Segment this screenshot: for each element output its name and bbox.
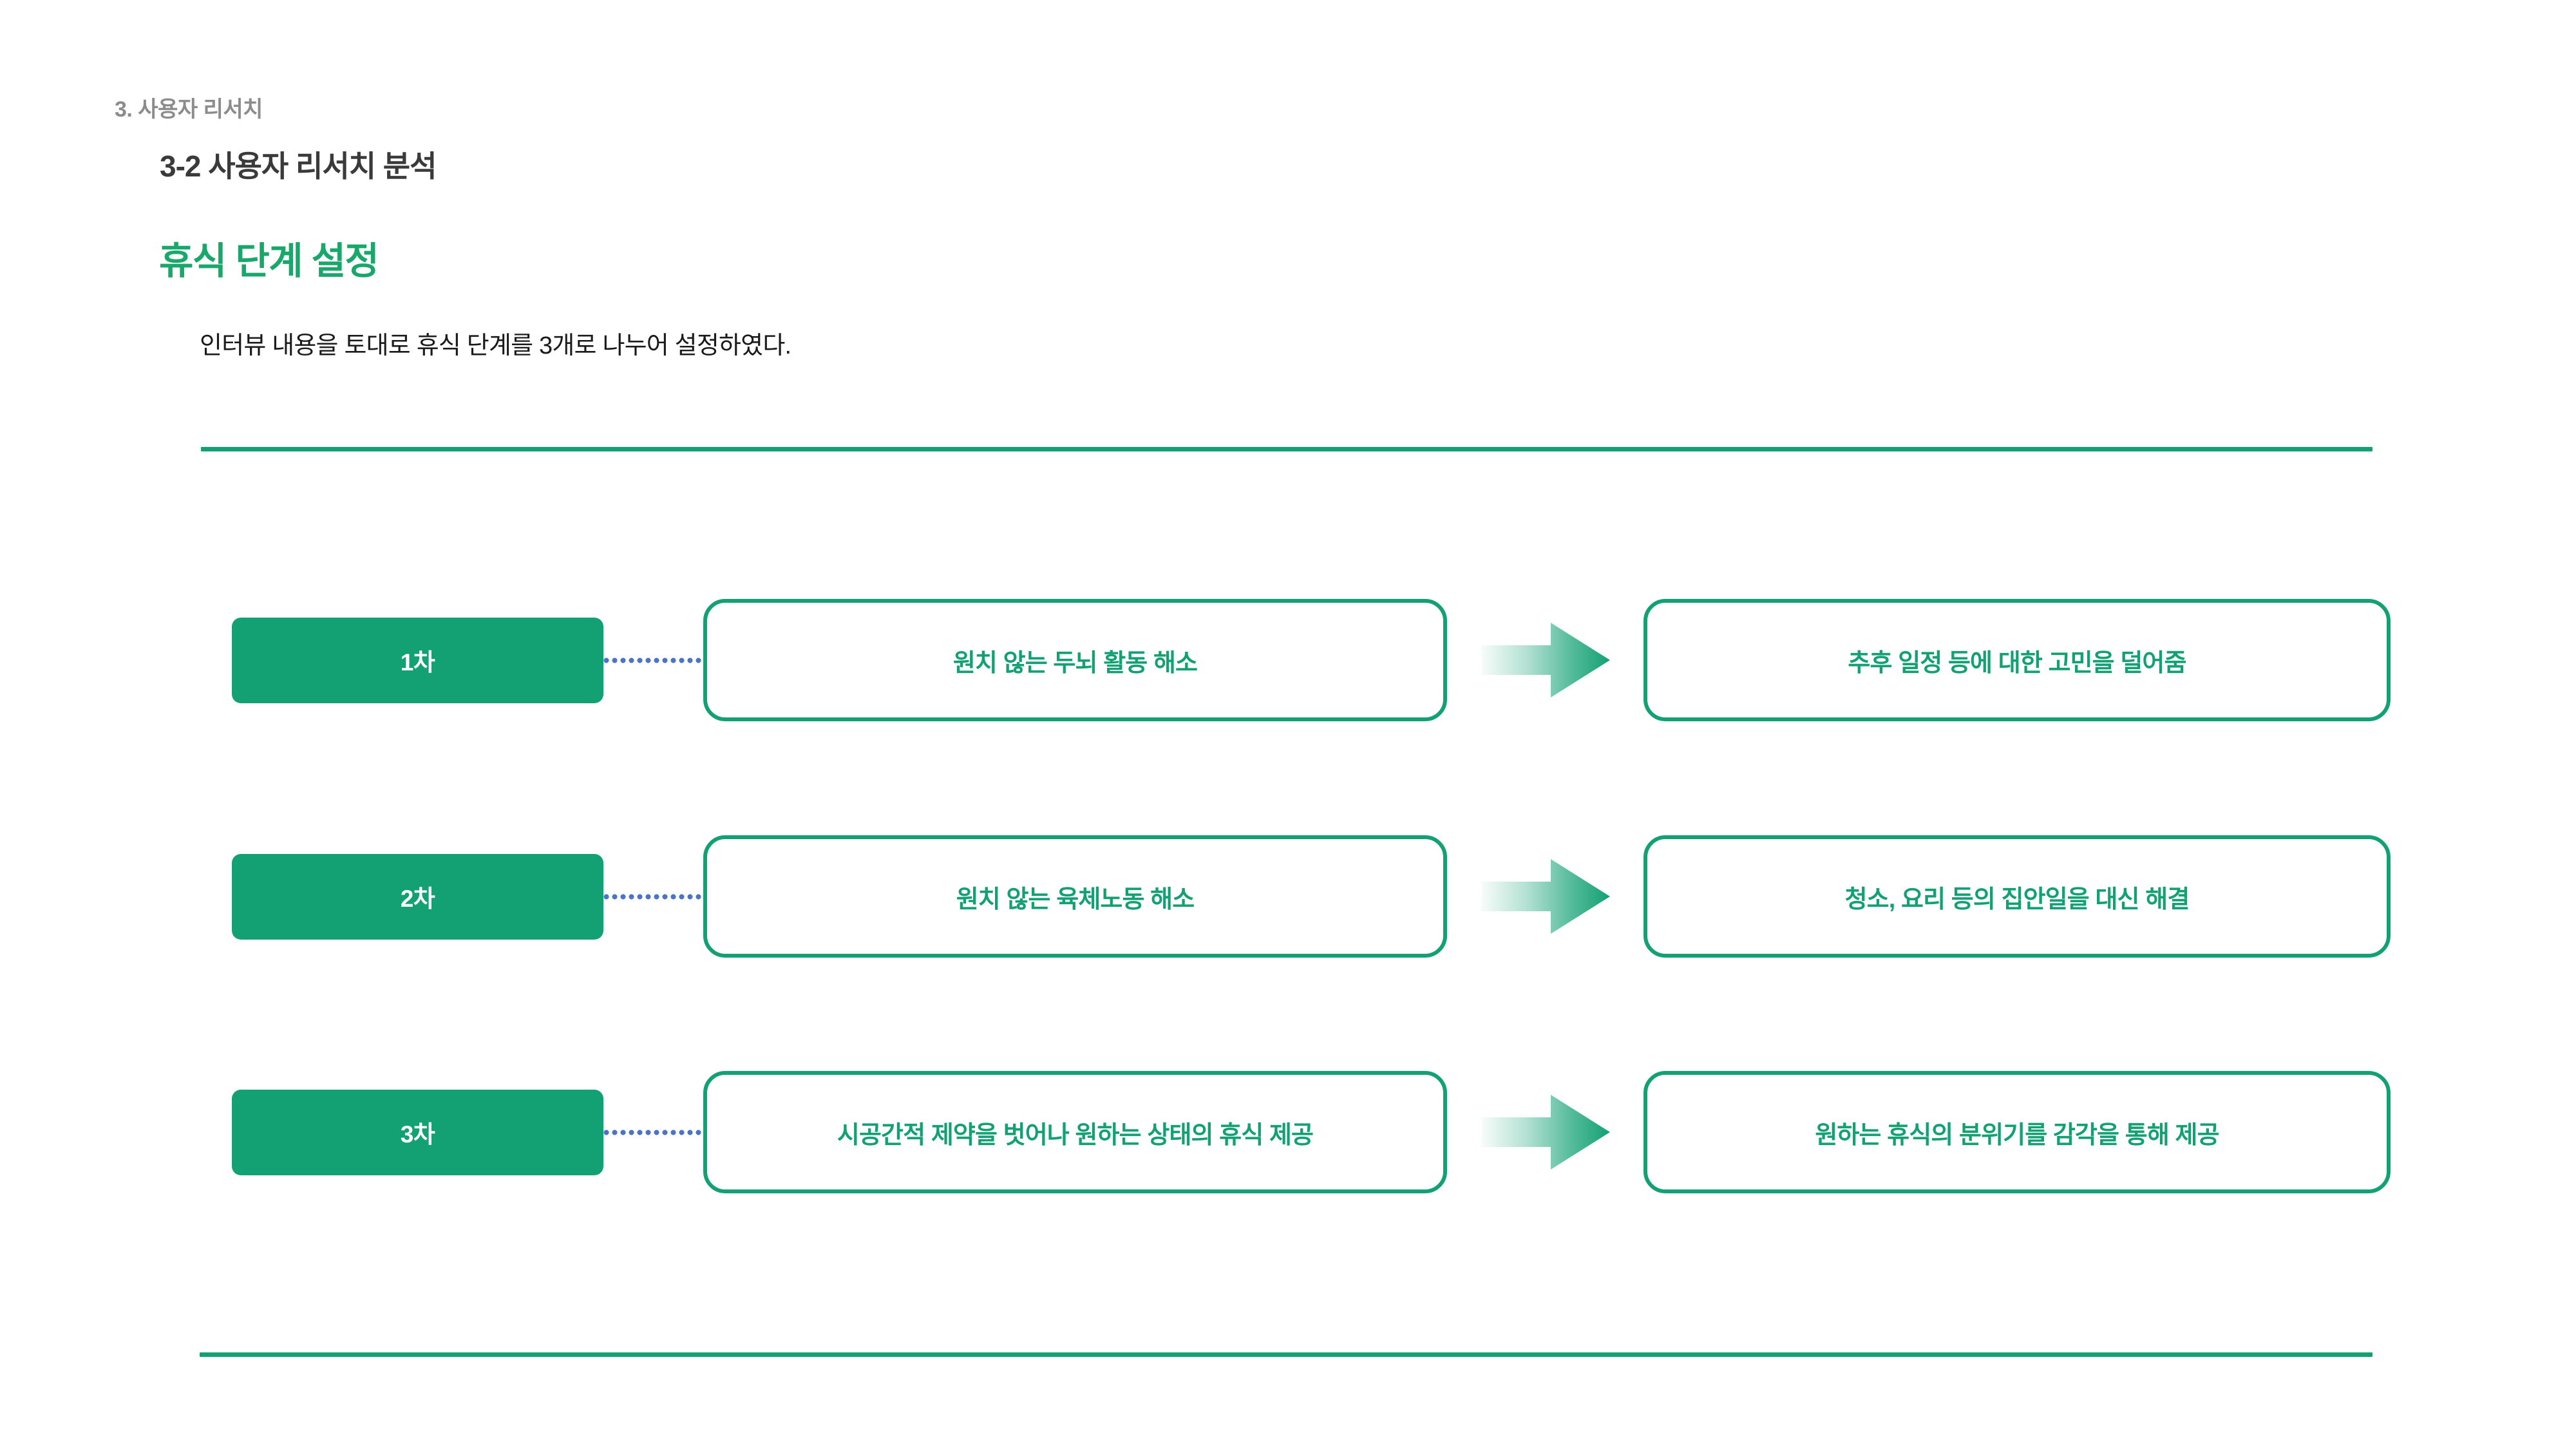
cause-box[interactable]: 원치 않는 육체노동 해소 [703,835,1447,958]
stage-badge[interactable]: 2차 [232,853,603,940]
dotted-line-icon [603,893,703,900]
arrow-right-icon [1447,615,1643,705]
effect-box[interactable]: 원하는 휴식의 분위기를 감각을 통해 제공 [1643,1071,2391,1193]
divider-bottom [200,1352,2372,1357]
divider-top [201,447,2372,451]
arrow-right-icon [1447,851,1643,942]
effect-box[interactable]: 청소, 요리 등의 집안일을 대신 해결 [1643,835,2391,958]
arrow-right-icon [1447,1087,1643,1177]
stage-badge[interactable]: 3차 [232,1089,603,1175]
flow-row: 1차 원치 않는 두뇌 활동 해소 추후 일정 등에 대한 고민을 덜어줌 [232,599,2391,721]
flow-row: 2차 원치 않는 육체노동 해소 청소, 요리 등의 집안일을 대신 해결 [232,835,2391,958]
dotted-line-icon [603,1129,703,1135]
dotted-line-icon [603,657,703,663]
effect-box[interactable]: 추후 일정 등에 대한 고민을 덜어줌 [1643,599,2391,721]
page-title: 휴식 단계 설정 [159,240,379,282]
page-description: 인터뷰 내용을 토대로 휴식 단계를 3개로 나누어 설정하였다. [200,332,791,359]
section-title: 3-2 사용자 리서치 분석 [160,149,437,183]
cause-box[interactable]: 시공간적 제약을 벗어나 원하는 상태의 휴식 제공 [703,1071,1447,1193]
breadcrumb: 3. 사용자 리서치 [115,97,263,122]
cause-box[interactable]: 원치 않는 두뇌 활동 해소 [703,599,1447,721]
stage-badge[interactable]: 1차 [232,617,603,703]
flow-row: 3차 시공간적 제약을 벗어나 원하는 상태의 휴식 제공 원하는 휴식의 분위… [232,1071,2391,1193]
